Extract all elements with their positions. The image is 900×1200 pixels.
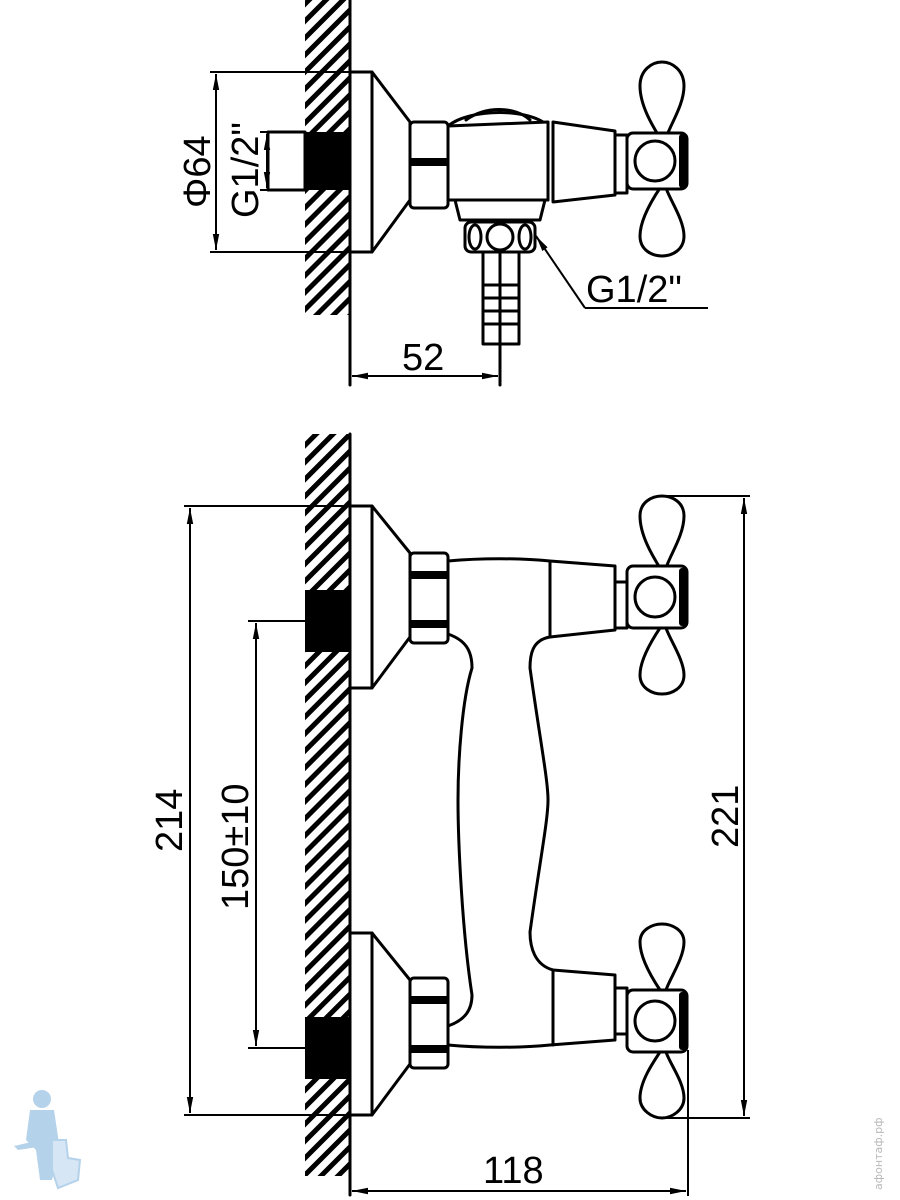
label-outlet-thread: G1/2"	[586, 269, 682, 311]
label-inlet-thread: G1/2"	[225, 122, 267, 218]
dimension-inlet-thread: G1/2"	[225, 122, 305, 218]
dimension-overall-height: 214	[149, 505, 372, 1116]
dimension-top-projection: 52	[352, 337, 498, 380]
cross-handle-lower	[625, 922, 689, 1120]
hex-nut-top	[408, 120, 450, 210]
label-flange-diameter: Φ64	[177, 135, 219, 208]
cross-handle-upper	[625, 494, 689, 696]
label-overall-height: 214	[149, 789, 191, 852]
top-view: Φ64 G1/2" G1/2" 52	[177, 0, 708, 387]
inlet-stub-upper	[305, 590, 350, 652]
shower-outlet-top	[453, 198, 547, 387]
dimension-front-projection: 118	[352, 1050, 689, 1196]
cross-handle-top	[625, 60, 689, 258]
dimension-flange-diameter: Φ64	[177, 71, 350, 253]
dimension-handle-span: 221	[662, 495, 750, 1119]
dimension-outlet-thread: G1/2"	[535, 235, 708, 311]
label-inlet-centers: 150±10	[215, 783, 257, 910]
plumber-logo	[14, 1090, 82, 1190]
dimension-inlet-centers: 150±10	[215, 620, 305, 1049]
watermark-text: афонтаф.рф	[872, 1117, 885, 1190]
label-front-projection: 118	[483, 1150, 544, 1192]
inlet-pipe-stub	[305, 132, 350, 190]
front-view: 214 150±10 221 118	[149, 432, 750, 1197]
label-handle-span: 221	[705, 785, 747, 848]
label-top-projection: 52	[402, 337, 444, 379]
valve-cartridge-top	[551, 120, 617, 204]
wall-flange	[348, 70, 412, 254]
mixer-body-front	[446, 557, 617, 1049]
upper-connection	[348, 504, 450, 690]
inlet-stub-lower	[305, 1017, 350, 1079]
lower-connection	[348, 931, 450, 1117]
